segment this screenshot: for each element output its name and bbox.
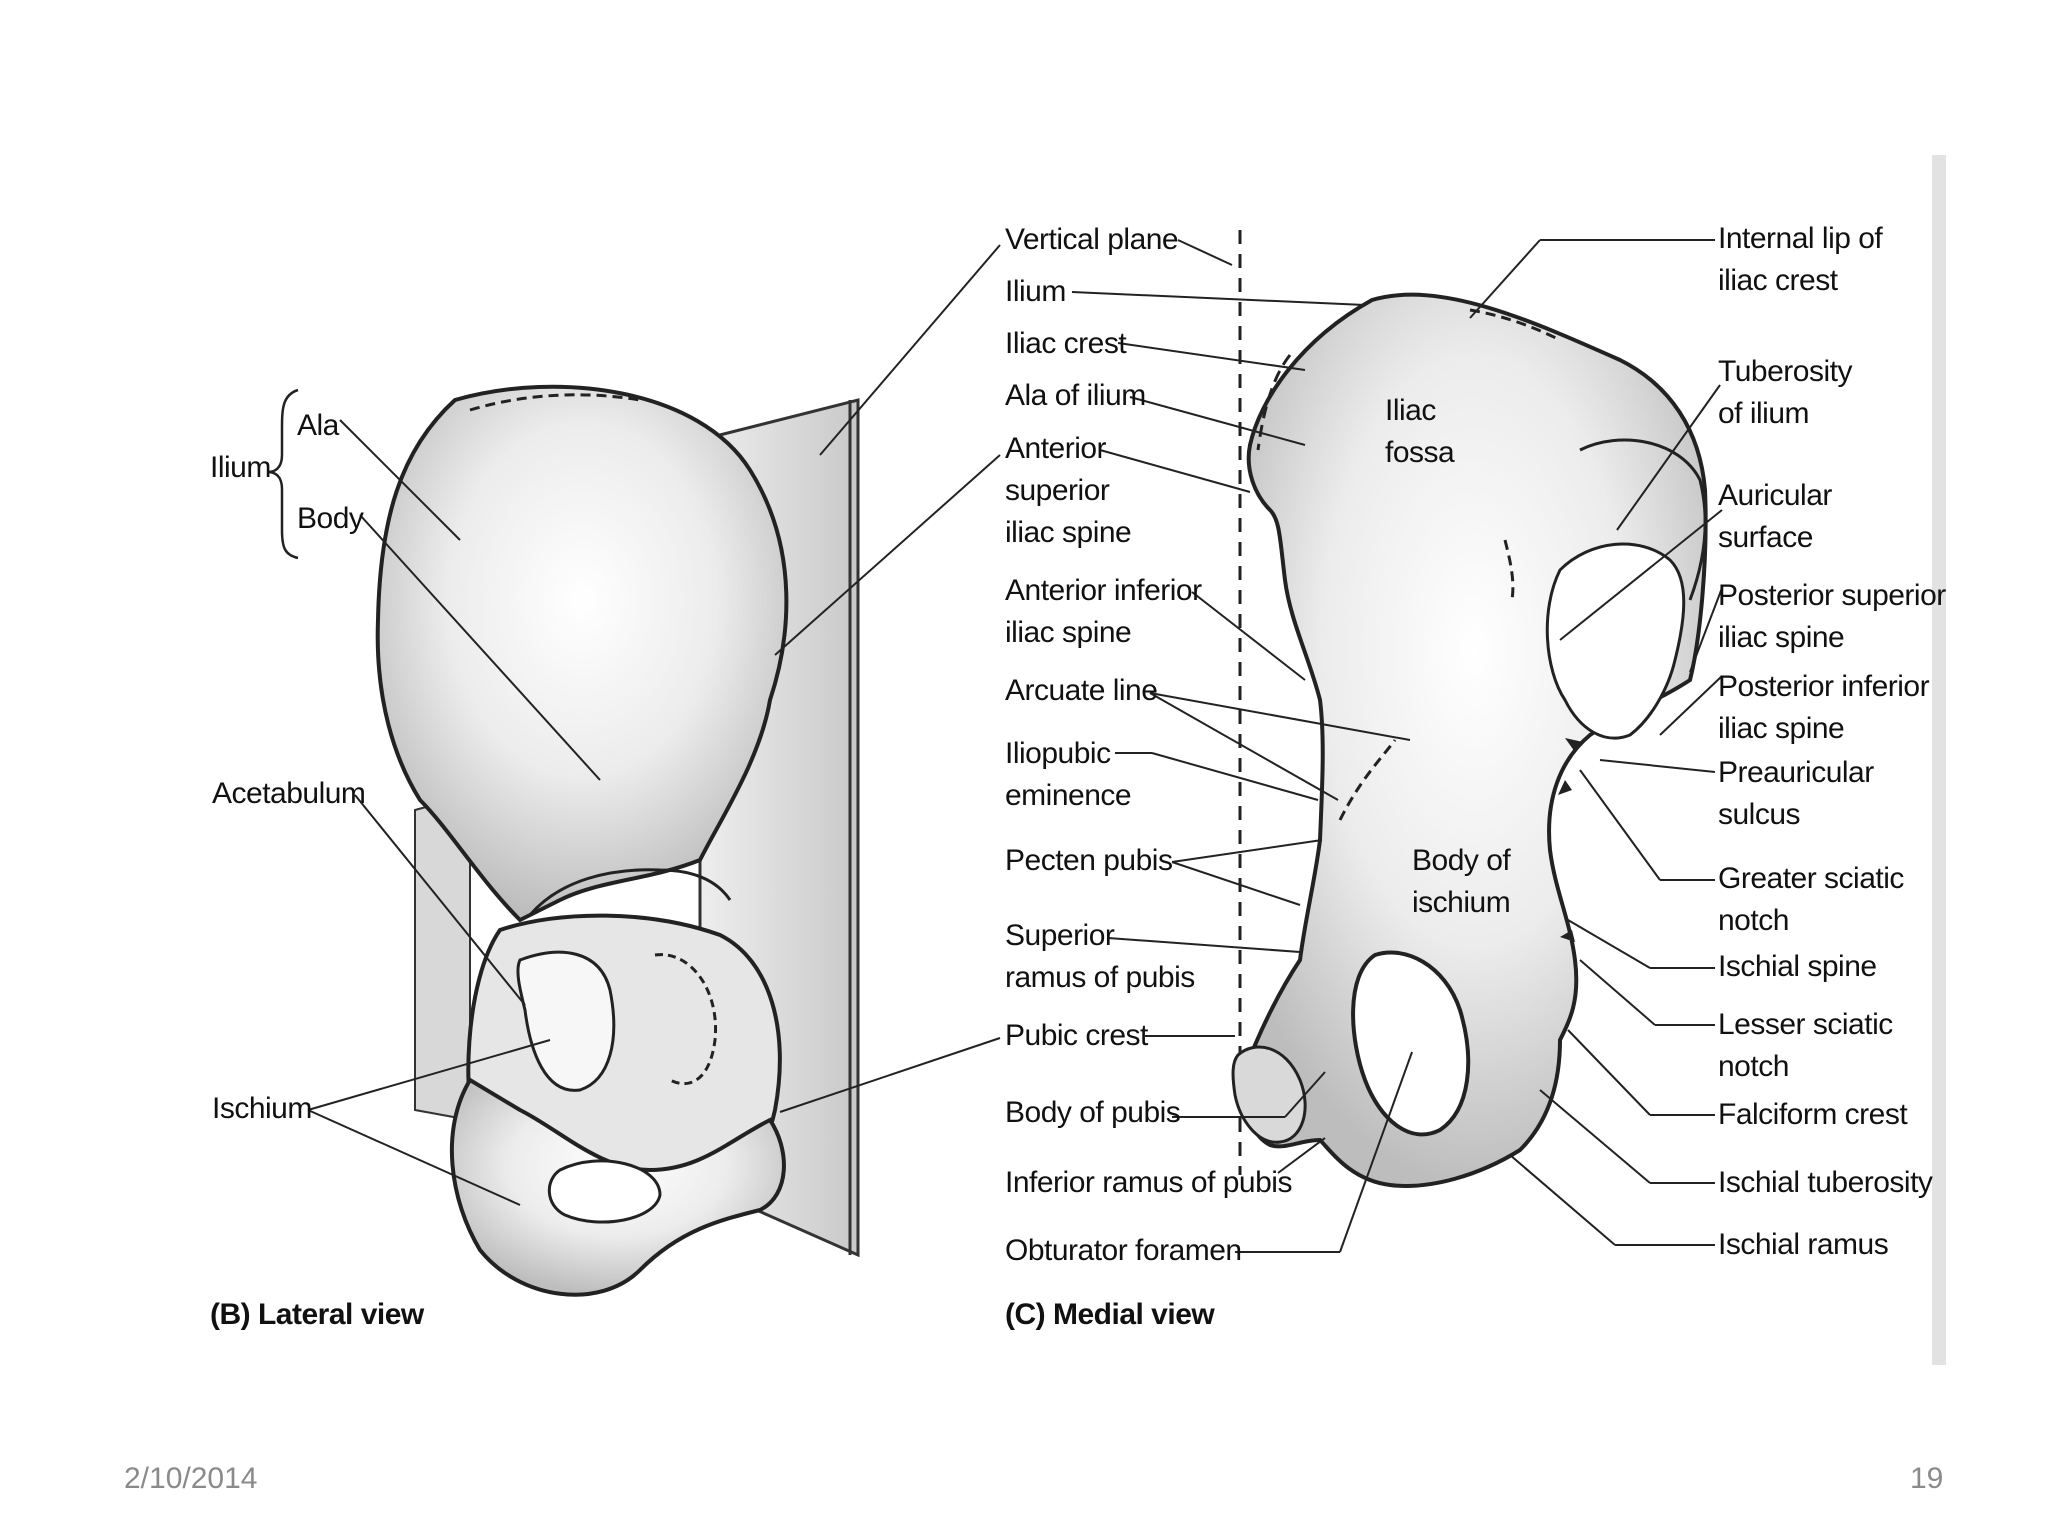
lateral-caption: (B) Lateral view bbox=[210, 1298, 424, 1331]
medial-right-leaders bbox=[1469, 239, 1723, 1246]
lateral-label-ilium: Ilium bbox=[210, 451, 271, 484]
slide-edge-strip bbox=[1932, 155, 1946, 1365]
footer-date: 2/10/2014 bbox=[124, 1462, 258, 1495]
notch-arrows bbox=[1558, 738, 1583, 942]
medial-label-falciform-crest: Falciform crest bbox=[1718, 1098, 1908, 1131]
lateral-label-body: Body bbox=[297, 502, 364, 535]
medial-obturator-foramen bbox=[1351, 950, 1471, 1137]
ilium-brace bbox=[267, 388, 299, 560]
medial-label-ilium: Ilium bbox=[1005, 275, 1066, 308]
medial-caption: (C) Medial view bbox=[1005, 1298, 1215, 1331]
medial-auricular-shape bbox=[1545, 542, 1686, 740]
medial-label-ischial-spine: Ischial spine bbox=[1718, 950, 1877, 983]
medial-label-arcuate-line: Arcuate line bbox=[1005, 674, 1158, 707]
medial-label-ischial-ramus: Ischial ramus bbox=[1718, 1228, 1889, 1261]
lateral-ala-shape bbox=[375, 384, 789, 923]
medial-label-ischial-tuberosity: Ischial tuberosity bbox=[1718, 1166, 1933, 1199]
medial-label-inferior-ramus: Inferior ramus of pubis bbox=[1005, 1166, 1292, 1199]
medial-label-pubic-crest: Pubic crest bbox=[1005, 1019, 1148, 1052]
medial-bone-shape bbox=[1240, 292, 1708, 1188]
lateral-label-acetabulum: Acetabulum bbox=[212, 777, 366, 810]
medial-label-ala-of-ilium: Ala of ilium bbox=[1005, 379, 1146, 412]
medial-label-obturator-foramen: Obturator foramen bbox=[1005, 1234, 1242, 1267]
lateral-label-ala: Ala bbox=[297, 409, 339, 442]
medial-label-body-of-pubis: Body of pubis bbox=[1005, 1096, 1181, 1129]
medial-label-pecten-pubis: Pecten pubis bbox=[1005, 844, 1173, 877]
medial-label-vertical-plane: Vertical plane bbox=[1005, 223, 1179, 256]
medial-left-leaders bbox=[1071, 239, 1413, 1253]
medial-label-iliac-crest: Iliac crest bbox=[1005, 327, 1127, 360]
footer-page-number: 19 bbox=[1910, 1462, 1944, 1495]
lateral-label-ischium: Ischium bbox=[212, 1092, 312, 1125]
